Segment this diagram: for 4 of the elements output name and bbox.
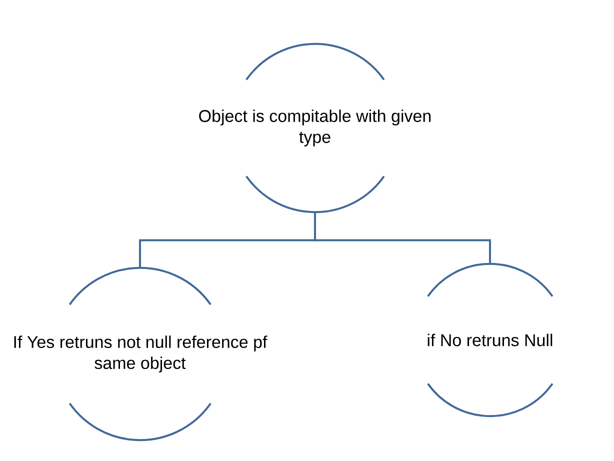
node-arcs: if No retruns Null [427,262,554,418]
node-arcs: Object is compitable with given type [199,42,431,214]
connector-line [314,212,491,264]
node-arcs: If Yes retruns not null reference pf same object [14,266,268,442]
